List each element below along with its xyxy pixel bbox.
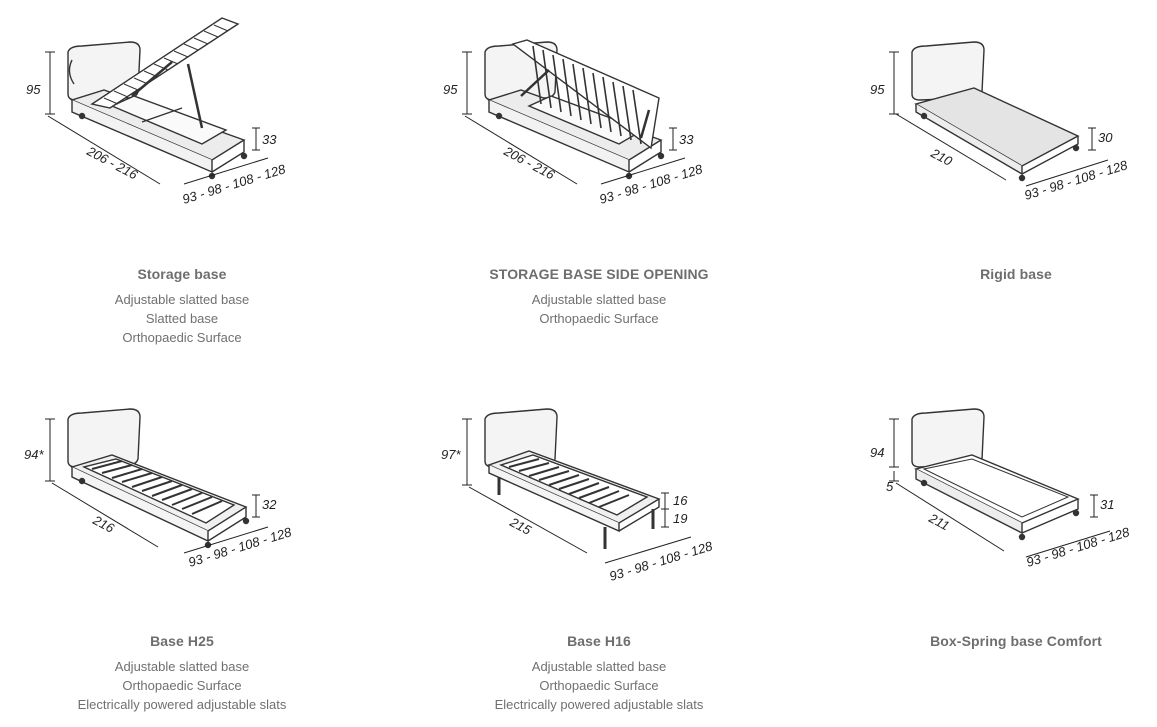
base-h16-drawing: 97* 215 93 - 98 - 108 - 128 16 19	[441, 408, 715, 584]
height-dim: 95	[26, 82, 41, 97]
height-dim: 97*	[441, 447, 461, 462]
product-title: Storage base	[137, 266, 227, 282]
product-title: Base H16	[567, 633, 631, 649]
product-title: Base H25	[150, 633, 214, 649]
product-title: Rigid base	[980, 266, 1052, 282]
height-dim: 95	[870, 82, 885, 97]
length-dim: 215	[507, 514, 535, 538]
length-dim: 211	[926, 510, 952, 533]
option-item: Orthopaedic Surface	[539, 311, 659, 326]
option-item: Slatted base	[145, 311, 219, 326]
length-dim: 210	[928, 145, 956, 169]
width-dim: 93 - 98 - 108 - 128	[180, 161, 287, 207]
option-item: Electrically powered adjustable slats	[494, 697, 704, 712]
leg-height-dim: 19	[673, 511, 687, 526]
product-title: STORAGE BASE SIDE OPENING	[489, 266, 709, 282]
base-height-dim: 31	[1100, 497, 1114, 512]
height-dim: 94	[870, 445, 884, 460]
rigid-base-drawing: 95 210 93 - 98 - 108 - 128 30	[870, 41, 1130, 203]
mattress-offset-dim: 5	[886, 479, 894, 494]
option-item: Adjustable slatted base	[531, 659, 667, 674]
option-item: Orthopaedic Surface	[122, 678, 242, 693]
width-dim: 93 - 98 - 108 - 128	[607, 538, 714, 584]
base-h25-drawing: 94* 216 93 - 98 - 108 - 128 32	[24, 408, 294, 570]
length-dim: 206 - 216	[501, 143, 558, 183]
height-dim: 94*	[24, 447, 44, 462]
storage-base-drawing: 95 206 - 216 93 - 98 - 108 - 128 33	[26, 17, 288, 207]
base-height-dim: 32	[262, 497, 277, 512]
option-item: Orthopaedic Surface	[539, 678, 659, 693]
option-item: Orthopaedic Surface	[122, 330, 242, 345]
storage-side-drawing: 95 206 - 216 93 - 98 - 108 - 128 33	[443, 39, 705, 207]
option-item: Adjustable slatted base	[114, 659, 250, 674]
base-height-dim: 30	[1098, 130, 1113, 145]
base-height-dim: 33	[679, 132, 694, 147]
base-height-dim: 33	[262, 132, 277, 147]
width-dim: 93 - 98 - 108 - 128	[1024, 524, 1131, 570]
length-dim: 216	[90, 512, 118, 536]
option-item: Adjustable slatted base	[531, 292, 667, 307]
option-item: Adjustable slatted base	[114, 292, 250, 307]
product-title: Box-Spring base Comfort	[930, 633, 1102, 649]
length-dim: 206 - 216	[84, 143, 141, 183]
box-spring-drawing: 94 5 211 93 - 98 - 108 - 128 31	[870, 408, 1132, 570]
width-dim: 93 - 98 - 108 - 128	[1022, 157, 1129, 203]
width-dim: 93 - 98 - 108 - 128	[597, 161, 704, 207]
option-item: Electrically powered adjustable slats	[77, 697, 287, 712]
base-height-dim: 16	[673, 493, 688, 508]
height-dim: 95	[443, 82, 458, 97]
